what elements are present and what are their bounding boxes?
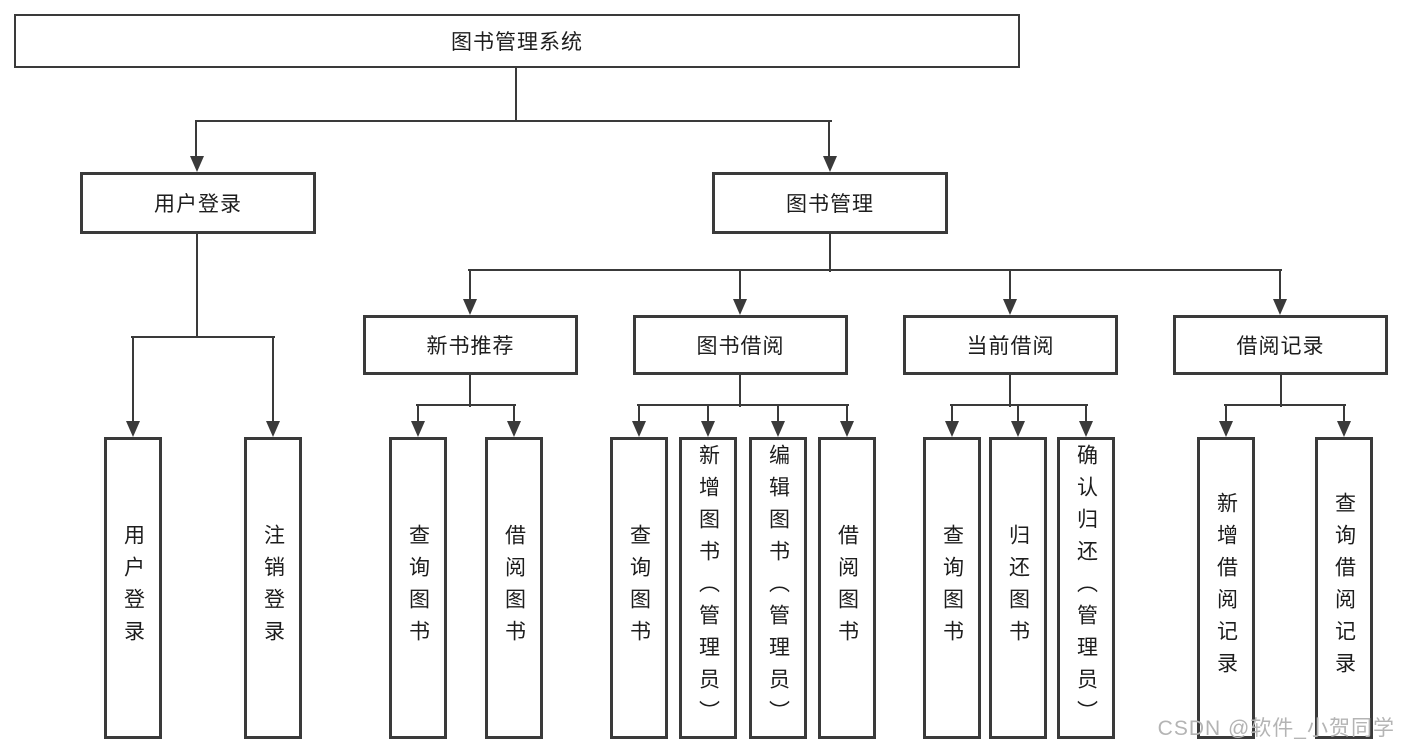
arrow-down-icon <box>632 421 646 437</box>
node-book-management: 图书管理 <box>712 172 948 234</box>
node-label: 图书借阅 <box>696 335 785 358</box>
arrow-down-icon <box>266 421 280 437</box>
connector-line <box>469 270 471 301</box>
leaf-query-books-1: 查询图书 <box>389 437 447 739</box>
connector-line <box>1343 405 1345 423</box>
connector-line <box>1009 270 1011 301</box>
connector-line <box>195 121 197 158</box>
node-label: 图书管理系统 <box>451 31 583 54</box>
leaf-user-login: 用户登录 <box>104 437 162 739</box>
node-current-borrow: 当前借阅 <box>903 315 1118 375</box>
arrow-down-icon <box>411 421 425 437</box>
node-label: 图书管理 <box>786 193 874 216</box>
connector-line <box>131 336 275 338</box>
leaf-add-borrow-record: 新增借阅记录 <box>1197 437 1255 739</box>
leaf-confirm-return-admin: 确认归还（管理员） <box>1057 437 1115 739</box>
arrow-down-icon <box>1011 421 1025 437</box>
connector-line <box>638 405 640 423</box>
arrow-down-icon <box>840 421 854 437</box>
arrow-down-icon <box>1273 299 1287 315</box>
connector-line <box>739 270 741 301</box>
connector-line <box>739 375 741 407</box>
leaf-add-book-admin: 新增图书（管理员） <box>679 437 737 739</box>
node-label: 用户登录 <box>154 193 242 216</box>
node-new-book-recommend: 新书推荐 <box>363 315 578 375</box>
leaf-label: 新增借阅记录 <box>1214 492 1238 684</box>
leaf-label: 查询借阅记录 <box>1332 492 1356 684</box>
arrow-down-icon <box>463 299 477 315</box>
arrow-down-icon <box>945 421 959 437</box>
connector-line <box>195 120 832 122</box>
connector-line <box>1224 404 1346 406</box>
arrow-down-icon <box>1219 421 1233 437</box>
connector-line <box>950 404 1088 406</box>
connector-line <box>1279 270 1281 301</box>
connector-line <box>513 405 515 423</box>
connector-line <box>829 234 831 272</box>
connector-line <box>1085 405 1087 423</box>
node-label: 借阅记录 <box>1236 335 1325 358</box>
connector-line <box>846 405 848 423</box>
connector-line <box>1009 375 1011 407</box>
connector-line <box>707 405 709 423</box>
connector-line <box>196 234 198 338</box>
node-label: 当前借阅 <box>966 335 1055 358</box>
leaf-query-books-3: 查询图书 <box>923 437 981 739</box>
arrow-down-icon <box>507 421 521 437</box>
connector-line <box>777 405 779 423</box>
connector-line <box>637 404 849 406</box>
connector-line <box>1280 375 1282 407</box>
arrow-down-icon <box>823 156 837 172</box>
leaf-query-books-2: 查询图书 <box>610 437 668 739</box>
leaf-label: 新增图书（管理员） <box>696 444 720 732</box>
leaf-label: 借阅图书 <box>502 524 526 652</box>
leaf-label: 确认归还（管理员） <box>1074 444 1098 732</box>
csdn-watermark: CSDN @软件_小贺同学 <box>1157 717 1395 740</box>
connector-line <box>417 405 419 423</box>
leaf-label: 注销登录 <box>261 524 285 652</box>
leaf-edit-book-admin: 编辑图书（管理员） <box>749 437 807 739</box>
connector-line <box>468 269 1282 271</box>
node-label: 新书推荐 <box>426 335 515 358</box>
leaf-label: 用户登录 <box>121 524 145 652</box>
arrow-down-icon <box>1003 299 1017 315</box>
leaf-return-book: 归还图书 <box>989 437 1047 739</box>
leaf-borrow-books-1: 借阅图书 <box>485 437 543 739</box>
arrow-down-icon <box>701 421 715 437</box>
leaf-label: 借阅图书 <box>835 524 859 652</box>
node-user-login-group: 用户登录 <box>80 172 316 234</box>
leaf-label: 查询图书 <box>627 524 651 652</box>
connector-line <box>132 337 134 423</box>
leaf-label: 归还图书 <box>1006 524 1030 652</box>
leaf-logout: 注销登录 <box>244 437 302 739</box>
arrow-down-icon <box>733 299 747 315</box>
arrow-down-icon <box>1079 421 1093 437</box>
arrow-down-icon <box>1337 421 1351 437</box>
leaf-borrow-books-2: 借阅图书 <box>818 437 876 739</box>
leaf-query-borrow-record: 查询借阅记录 <box>1315 437 1373 739</box>
connector-line <box>828 121 830 158</box>
connector-line <box>272 337 274 423</box>
connector-line <box>469 375 471 407</box>
node-borrow-records: 借阅记录 <box>1173 315 1388 375</box>
connector-line <box>951 405 953 423</box>
node-book-borrow: 图书借阅 <box>633 315 848 375</box>
arrow-down-icon <box>771 421 785 437</box>
node-library-system: 图书管理系统 <box>14 14 1020 68</box>
connector-line <box>1017 405 1019 423</box>
arrow-down-icon <box>190 156 204 172</box>
connector-line <box>515 68 517 122</box>
leaf-label: 查询图书 <box>406 524 430 652</box>
connector-line <box>416 404 516 406</box>
leaf-label: 编辑图书（管理员） <box>766 444 790 732</box>
arrow-down-icon <box>126 421 140 437</box>
connector-line <box>1225 405 1227 423</box>
leaf-label: 查询图书 <box>940 524 964 652</box>
